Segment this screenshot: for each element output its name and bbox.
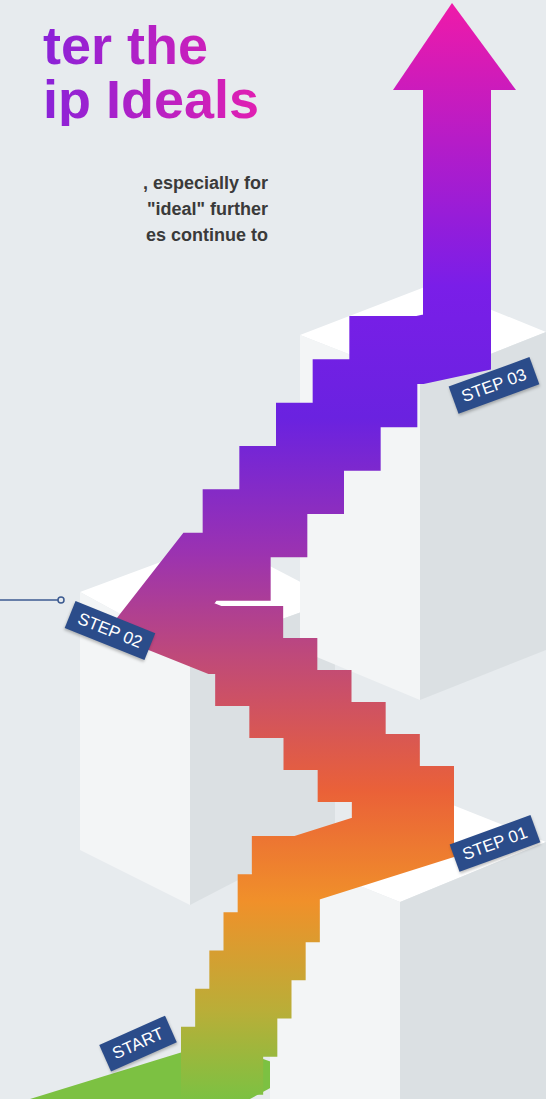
leader-line [0,599,58,601]
leader-dot [58,597,64,603]
body-text: , especially for "ideal" further es cont… [128,170,268,248]
block-side [400,842,546,1099]
tag-label: START [109,1023,166,1062]
title: ter the ip Ideals [43,18,267,126]
arrow-head [393,3,516,90]
block-side [420,332,546,700]
